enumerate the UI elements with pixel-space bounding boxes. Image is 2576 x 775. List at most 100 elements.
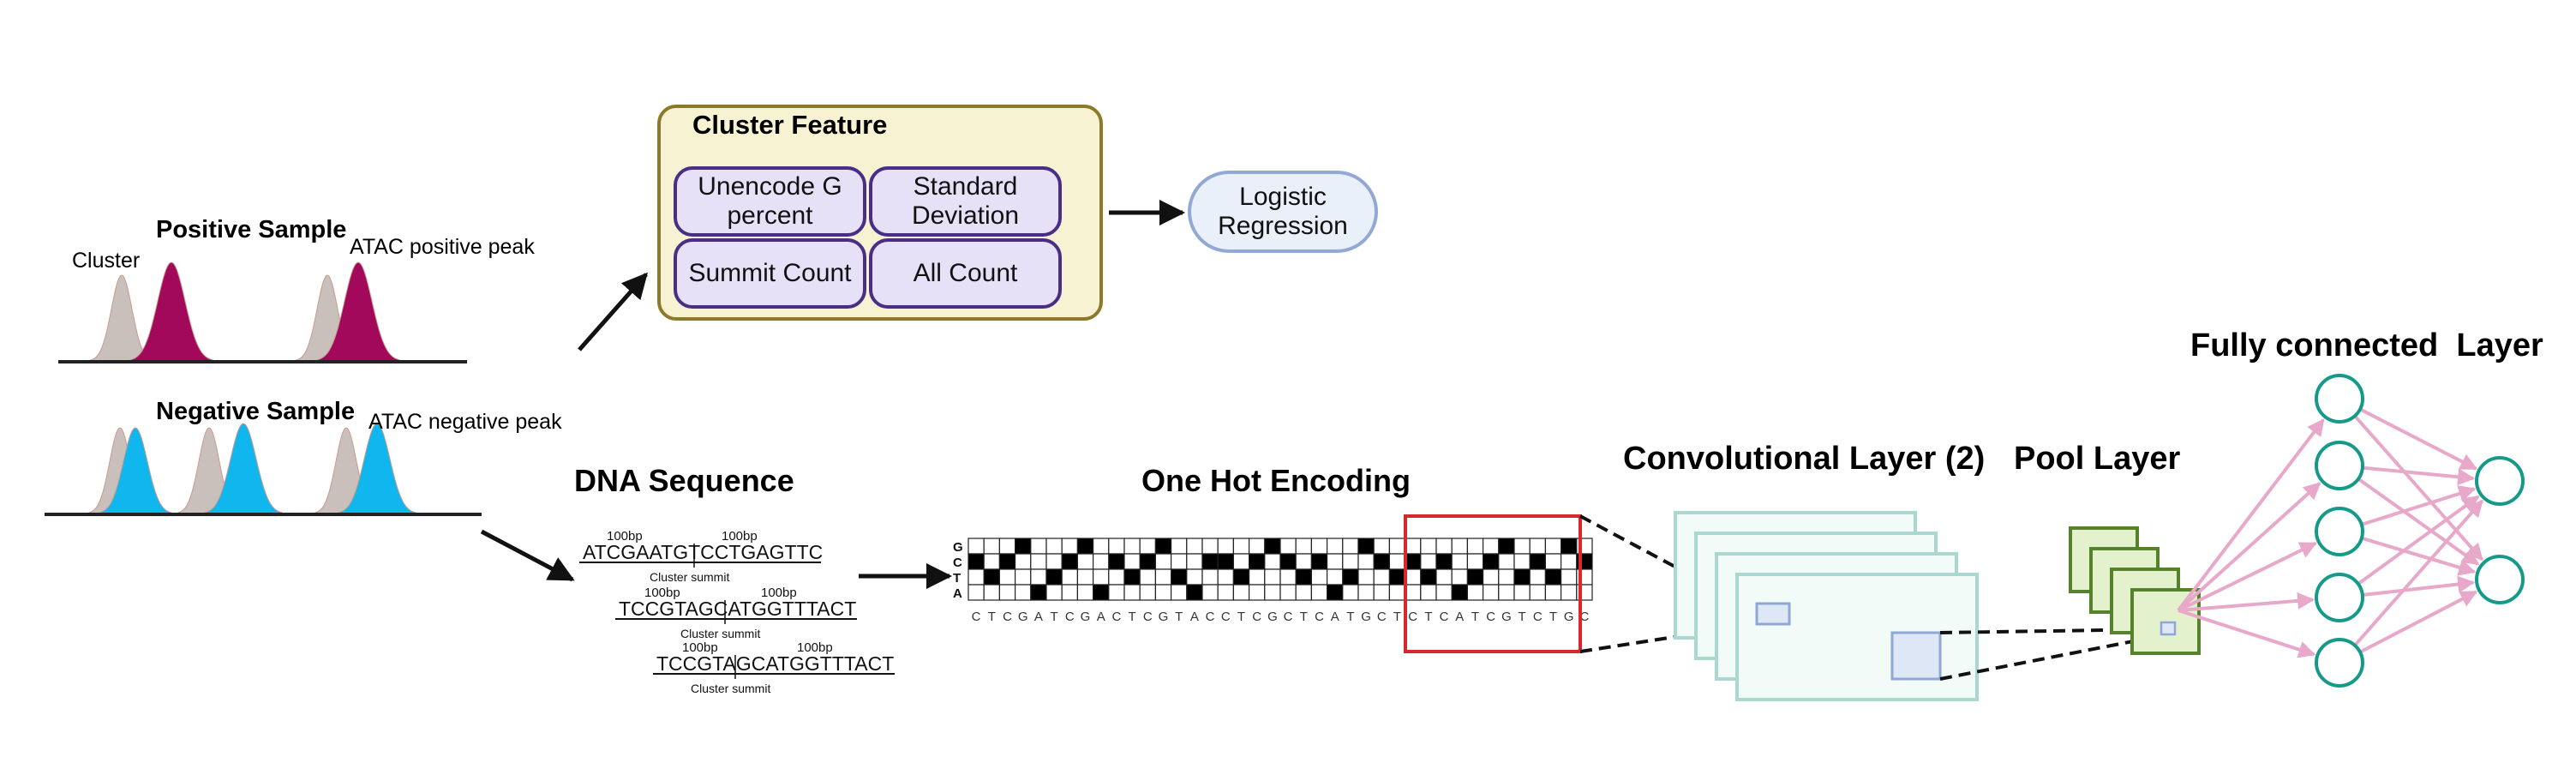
- onehot-cell: [1420, 584, 1437, 601]
- onehot-cell: [1154, 553, 1172, 570]
- onehot-cell: [1139, 553, 1156, 570]
- fc-hidden-node: [2315, 441, 2364, 490]
- onehot-base-letter: A: [1190, 610, 1199, 624]
- fc-edge: [2353, 499, 2484, 647]
- onehot-cell: [1482, 538, 1500, 555]
- onehot-base-letter: G: [1159, 610, 1169, 624]
- fc-edge: [2359, 590, 2478, 654]
- onehot-cell: [1373, 553, 1390, 570]
- dna-sequence-title: DNA Sequence: [574, 463, 794, 498]
- atac-negative-label: ATAC negative peak: [368, 410, 562, 434]
- dna-sequence-text: TCCGTAGCATGGTTTACT: [619, 598, 856, 620]
- onehot-cell: [1217, 538, 1234, 555]
- onehot-cell: [1513, 584, 1531, 601]
- onehot-cell: [1451, 568, 1468, 586]
- onehot-cell: [1310, 584, 1328, 601]
- conv-kernel-box: [1755, 602, 1791, 626]
- onehot-cell: [1248, 568, 1266, 586]
- onehot-cell: [1232, 584, 1250, 601]
- cluster-summit-label: Cluster summit: [691, 682, 770, 695]
- onehot-cell: [1186, 538, 1203, 555]
- fc-hidden-node: [2315, 374, 2364, 424]
- onehot-cell: [1030, 568, 1047, 586]
- onehot-cell: [1529, 553, 1546, 570]
- onehot-cell: [1061, 553, 1078, 570]
- onehot-cell: [983, 584, 1000, 601]
- onehot-cell: [1248, 538, 1266, 555]
- one-hot-title: One Hot Encoding: [1141, 463, 1411, 498]
- onehot-cell: [1201, 553, 1219, 570]
- onehot-cell: [1154, 568, 1172, 586]
- onehot-cell: [1154, 538, 1172, 555]
- onehot-cell: [1357, 538, 1375, 555]
- onehot-base-letter: T: [1300, 610, 1308, 624]
- fc-edge: [2361, 536, 2477, 576]
- fc-network: [2177, 374, 2525, 688]
- cluster-label: Cluster: [72, 249, 141, 273]
- onehot-cell: [998, 553, 1016, 570]
- onehot-cell: [1373, 584, 1390, 601]
- fc-hidden-node: [2315, 507, 2364, 556]
- onehot-cell: [1482, 568, 1500, 586]
- onehot-cell: [1451, 538, 1468, 555]
- onehot-cell: [998, 538, 1016, 555]
- onehot-cell: [1217, 568, 1234, 586]
- feature-unencode-g: Unencode G percent: [674, 166, 866, 237]
- atac-positive-label: ATAC positive peak: [350, 235, 535, 259]
- onehot-cell: [1404, 584, 1422, 601]
- onehot-base-letter: C: [1408, 610, 1417, 624]
- onehot-cell: [1513, 568, 1531, 586]
- onehot-cell: [1201, 584, 1219, 601]
- onehot-cell: [1108, 584, 1125, 601]
- onehot-cell: [1357, 553, 1375, 570]
- onehot-cell: [1264, 584, 1281, 601]
- onehot-base-letter: C: [1003, 610, 1012, 624]
- bp-label: 100bp: [644, 586, 680, 600]
- onehot-cell: [1560, 538, 1578, 555]
- onehot-cell: [1420, 553, 1437, 570]
- positive-sample-title: Positive Sample: [156, 216, 347, 243]
- bp-label: 100bp: [797, 640, 833, 655]
- onehot-base-letter: T: [1424, 610, 1432, 624]
- onehot-cell: [983, 568, 1000, 586]
- onehot-row-label: C: [953, 556, 962, 570]
- onehot-base-letter: C: [1284, 610, 1293, 624]
- onehot-cell: [1030, 553, 1047, 570]
- onehot-cell: [1123, 553, 1141, 570]
- fc-edge: [2362, 575, 2476, 597]
- onehot-cell: [1030, 584, 1047, 601]
- negative-sample-title: Negative Sample: [156, 398, 356, 425]
- onehot-cell: [1326, 553, 1344, 570]
- fc-edge: [2177, 418, 2325, 612]
- onehot-cell: [1139, 538, 1156, 555]
- onehot-base-letter: C: [1221, 610, 1231, 624]
- negative-peak: [99, 427, 172, 514]
- onehot-cell: [1232, 568, 1250, 586]
- onehot-cell: [1217, 584, 1234, 601]
- onehot-row-label: T: [953, 571, 961, 586]
- onehot-base-letter: C: [1252, 610, 1261, 624]
- onehot-cell: [1076, 553, 1094, 570]
- onehot-cell: [1186, 584, 1203, 601]
- onehot-cell: [1014, 568, 1032, 586]
- onehot-cell: [1342, 584, 1359, 601]
- negative-peak: [204, 423, 283, 514]
- onehot-cell: [1092, 568, 1110, 586]
- onehot-base-letter: T: [1549, 610, 1557, 624]
- onehot-cell: [1342, 553, 1359, 570]
- onehot-cell: [1544, 584, 1562, 601]
- onehot-cell: [1139, 568, 1156, 586]
- onehot-cell: [1342, 568, 1359, 586]
- projection-line: [1579, 514, 1758, 612]
- onehot-cell: [1139, 584, 1156, 601]
- onehot-cell: [1529, 584, 1546, 601]
- onehot-cell: [1232, 538, 1250, 555]
- onehot-cell: [1108, 568, 1125, 586]
- onehot-base-letter: C: [1315, 610, 1324, 624]
- onehot-cell: [1061, 584, 1078, 601]
- fc-edge: [2361, 485, 2477, 526]
- onehot-cell: [1279, 584, 1297, 601]
- onehot-base-letter: G: [1564, 610, 1574, 624]
